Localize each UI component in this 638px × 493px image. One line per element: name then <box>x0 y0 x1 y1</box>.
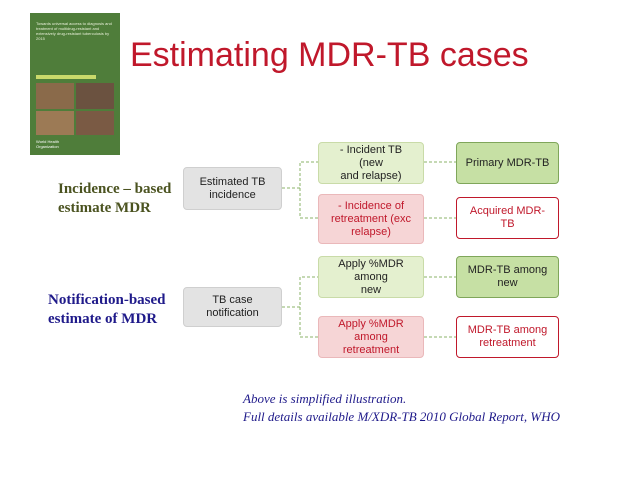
apply-mdr-retreatment-box: Apply %MDR among retreatment <box>318 316 424 358</box>
incident-tb-new-relapse-box: - Incident TB (new and relapse) <box>318 142 424 184</box>
primary-mdr-tb-box: Primary MDR-TB <box>456 142 559 184</box>
tb-case-notification-box: TB case notification <box>183 287 282 327</box>
connector-notification <box>282 277 318 337</box>
mdr-tb-among-retreatment-box: MDR-TB among retreatment <box>456 316 559 358</box>
incidence-retreatment-box: - Incidence of retreatment (exc relapse) <box>318 194 424 244</box>
apply-mdr-new-box: Apply %MDR among new <box>318 256 424 298</box>
illustration-note: Above is simplified illustration. Full d… <box>243 390 560 426</box>
mdr-tb-among-new-box: MDR-TB among new <box>456 256 559 298</box>
acquired-mdr-tb-box: Acquired MDR-TB <box>456 197 559 239</box>
connector-incidence <box>282 162 318 218</box>
estimated-tb-incidence-box: Estimated TB incidence <box>183 167 282 210</box>
